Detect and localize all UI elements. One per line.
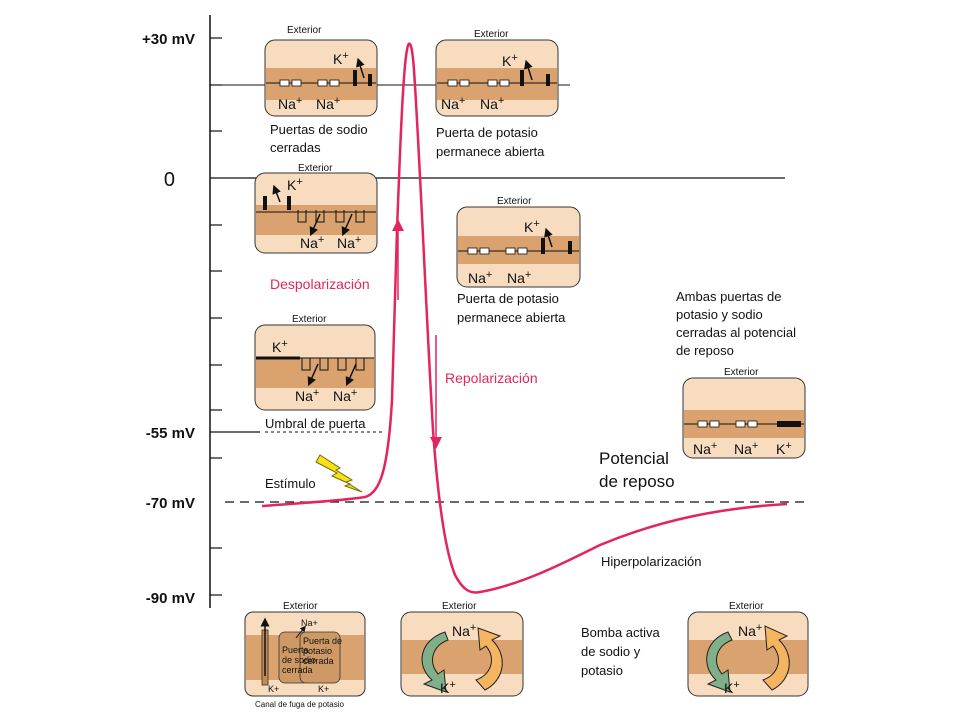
svg-text:Puerta de: Puerta de xyxy=(303,636,342,646)
tick-label-zero: 0 xyxy=(164,169,175,191)
membrane-panel-sodium-open: Exterior K+ Na+ Na+ xyxy=(254,163,378,254)
svg-text:Puerta de potasio: Puerta de potasio xyxy=(457,291,559,306)
svg-text:permanece abierta: permanece abierta xyxy=(457,310,566,325)
membrane-panel-sodium-closed: Exterior K+ Na+ Na+ Puertas de sodio cer… xyxy=(264,25,378,155)
svg-text:Na+: Na+ xyxy=(480,95,504,112)
svg-text:Puerta: Puerta xyxy=(282,645,309,655)
svg-text:Ambas puertas de: Ambas puertas de xyxy=(676,289,782,304)
lightning-bolt-icon xyxy=(315,454,363,493)
svg-text:cerradas al potencial: cerradas al potencial xyxy=(676,325,796,340)
y-axis: +30 mV 0 -55 mV -70 mV -90 mV xyxy=(142,15,222,608)
pump-caption-line1: Bomba activa xyxy=(581,625,661,640)
pump-green-arrow-icon xyxy=(421,631,449,693)
pump-panel-middle: Exterior Na+ K+ xyxy=(400,601,524,697)
membrane-panel-threshold: Exterior K+ Na+ Na+ xyxy=(254,314,376,411)
svg-text:Na+: Na+ xyxy=(295,387,319,404)
pump-caption-line3: potasio xyxy=(581,663,623,678)
pump-caption-line2: de sodio y xyxy=(581,644,641,659)
svg-text:Na+: Na+ xyxy=(468,269,492,286)
svg-text:K+: K+ xyxy=(440,679,456,696)
svg-text:Na+: Na+ xyxy=(734,440,758,457)
svg-text:K+: K+ xyxy=(333,50,349,67)
svg-text:K+: K+ xyxy=(502,52,518,69)
svg-text:potasio y sodio: potasio y sodio xyxy=(676,307,763,322)
membrane-panel-potassium-open-top: Exterior K+ Na+ Na+ Puerta de potasio pe… xyxy=(435,29,559,159)
svg-text:K+: K+ xyxy=(724,679,740,696)
membrane-panel-potassium-open-middle: Exterior K+ Na+ Na+ Puerta de potasio pe… xyxy=(456,196,581,325)
svg-text:Na+: Na+ xyxy=(300,234,324,251)
svg-text:Na+: Na+ xyxy=(441,95,465,112)
svg-text:Na+: Na+ xyxy=(301,618,318,628)
svg-text:Puertas de sodio: Puertas de sodio xyxy=(270,122,368,137)
depolarization-label: Despolarización xyxy=(270,276,370,292)
svg-text:Na+: Na+ xyxy=(693,440,717,457)
svg-text:Na+: Na+ xyxy=(316,95,340,112)
svg-text:Na+: Na+ xyxy=(278,95,302,112)
repolarization-label: Repolarización xyxy=(445,370,538,386)
pump-panel-right: Exterior Na+ K+ xyxy=(687,601,809,697)
svg-text:Exterior: Exterior xyxy=(497,196,532,207)
svg-text:K+: K+ xyxy=(318,684,329,694)
svg-text:Exterior: Exterior xyxy=(724,367,759,378)
svg-text:Exterior: Exterior xyxy=(474,29,509,40)
stimulus-label: Estímulo xyxy=(265,476,316,491)
exterior-label: Exterior xyxy=(287,25,322,36)
resting-potential-line2: de reposo xyxy=(599,472,675,491)
svg-text:K+: K+ xyxy=(272,338,288,355)
svg-text:Na+: Na+ xyxy=(507,269,531,286)
svg-text:potasio: potasio xyxy=(303,646,332,656)
resting-potential-line1: Potencial xyxy=(599,449,669,468)
svg-text:cerradas: cerradas xyxy=(270,140,321,155)
svg-text:Puerta de potasio: Puerta de potasio xyxy=(436,125,538,140)
svg-text:de reposo: de reposo xyxy=(676,343,734,358)
svg-text:K+: K+ xyxy=(524,218,540,235)
svg-text:Na+: Na+ xyxy=(452,622,476,639)
action-potential-curve xyxy=(261,42,788,594)
svg-text:Exterior: Exterior xyxy=(283,601,318,612)
svg-text:Exterior: Exterior xyxy=(442,601,477,612)
pump-orange-arrow-icon-right xyxy=(762,625,790,691)
svg-text:Exterior: Exterior xyxy=(729,601,764,612)
pump-green-arrow-icon-right xyxy=(706,631,733,693)
svg-text:permanece abierta: permanece abierta xyxy=(436,144,545,159)
hyperpolarization-label: Hiperpolarización xyxy=(601,554,701,569)
svg-text:de sodio: de sodio xyxy=(282,655,316,665)
tick-label-minus90: -90 mV xyxy=(146,590,195,607)
pump-orange-arrow-icon xyxy=(475,627,503,691)
svg-text:Na+: Na+ xyxy=(337,234,361,251)
svg-text:cerrada: cerrada xyxy=(303,656,334,666)
svg-text:K+: K+ xyxy=(776,440,792,457)
svg-text:Exterior: Exterior xyxy=(292,314,327,325)
svg-text:Na+: Na+ xyxy=(738,622,762,639)
svg-text:cerrada: cerrada xyxy=(282,665,313,675)
svg-text:Na+: Na+ xyxy=(333,387,357,404)
leak-channel-caption: Canal de fuga de potasio xyxy=(255,700,345,709)
svg-text:K+: K+ xyxy=(287,176,303,193)
svg-text:Exterior: Exterior xyxy=(298,163,333,174)
svg-text:K+: K+ xyxy=(268,684,279,694)
tick-label-plus30: +30 mV xyxy=(142,31,195,48)
membrane-panel-resting: Exterior Na+ Na+ K+ xyxy=(682,367,806,459)
resting-note: Ambas puertas de potasio y sodio cerrada… xyxy=(676,289,796,358)
tick-label-minus70: -70 mV xyxy=(146,495,195,512)
leak-channel-panel: Exterior Na+ K+ K+ Puerta de sodio cerra… xyxy=(244,601,366,709)
threshold-label: Umbral de puerta xyxy=(265,416,366,431)
tick-label-minus55: -55 mV xyxy=(146,425,195,442)
